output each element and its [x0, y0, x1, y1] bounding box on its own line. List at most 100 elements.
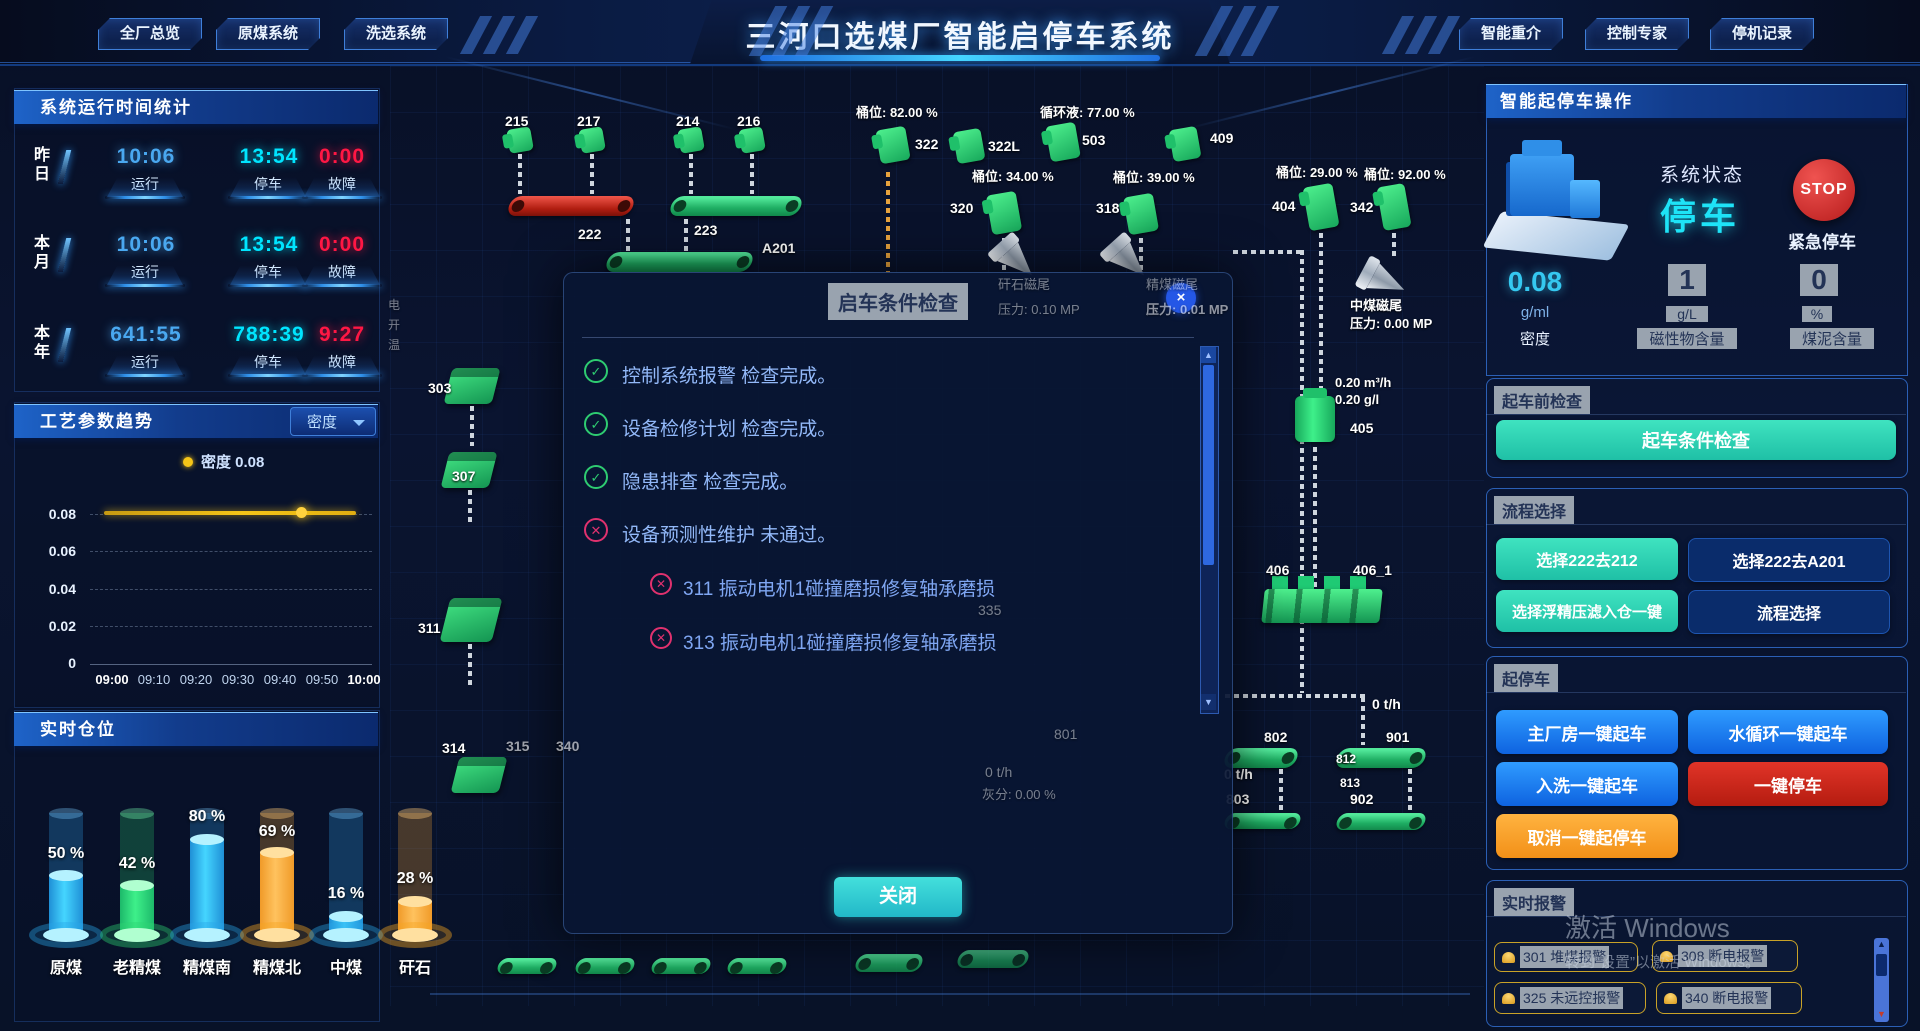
stat-value-fault: 0:00 — [318, 233, 366, 256]
cancel-one-key-button[interactable]: 取消一键起停车 — [1496, 814, 1678, 858]
alarm-icon — [1660, 950, 1673, 962]
pipe — [1279, 769, 1283, 811]
flow-label: 0.20 g/l — [1335, 392, 1380, 407]
process-select-label: 流程选择 — [1494, 496, 1575, 524]
close-icon[interactable]: × — [1166, 283, 1196, 313]
screen-machine-314 — [450, 757, 508, 793]
stat-label-stop: 停车 — [228, 262, 308, 287]
bin-percent: 42 % — [118, 855, 156, 872]
check-item: 设备预测性维护 未通过。 — [622, 525, 837, 546]
flow-label: 灰分: 0.00 % — [982, 787, 1056, 802]
conveyor-803 — [1222, 813, 1303, 829]
stat-value-stop: 788:39 — [233, 323, 305, 346]
flow-label: 桶位: 34.00 % — [972, 169, 1054, 184]
panel-bins-header: 实时仓位 — [14, 712, 378, 746]
stat-value-run: 641:55 — [110, 323, 182, 346]
density-unit: g/ml — [1520, 304, 1550, 321]
bin-2: 42 % 老精煤 — [100, 800, 174, 980]
tab-control-expert[interactable]: 控制专家 — [1585, 18, 1689, 50]
flow-label: 902 — [1350, 791, 1374, 807]
flow-label: 406_1 — [1353, 562, 1392, 578]
tab-plant-overview[interactable]: 全厂总览 — [98, 18, 202, 50]
emergency-stop-button[interactable]: STOP — [1793, 159, 1855, 221]
check-item: 隐患排查 检查完成。 — [622, 472, 799, 493]
chevron-down-icon — [353, 420, 365, 426]
period-label: 昨日 — [34, 147, 51, 183]
tab-washing-system[interactable]: 洗选系统 — [344, 18, 448, 50]
header-stripes-decoration — [1381, 16, 1461, 54]
conveyor-902 — [1334, 813, 1428, 830]
main-plant-one-key-start-button[interactable]: 主厂房一键起车 — [1496, 710, 1678, 754]
divider — [1486, 524, 1906, 525]
system-status-value: 停车 — [1660, 196, 1741, 237]
feeder-322 — [875, 125, 911, 165]
tab-shutdown-records[interactable]: 停机记录 — [1710, 18, 1814, 50]
conveyor — [725, 958, 789, 974]
start-stop-label: 起停车 — [1494, 664, 1559, 692]
flow-label: 电 — [388, 298, 401, 312]
header-stripes-decoration — [1194, 6, 1280, 56]
header-stripes-decoration — [748, 6, 834, 56]
flow-label: 0.20 m³/h — [1335, 375, 1392, 390]
conveyor — [573, 958, 637, 974]
modal-divider — [582, 337, 1194, 338]
period-label: 本月 — [34, 235, 51, 271]
alarms-scrollbar-thumb[interactable] — [1876, 954, 1887, 976]
x-tick: 09:30 — [221, 672, 255, 687]
y-tick: 0.06 — [48, 543, 76, 559]
bin-name: 原煤 — [49, 960, 82, 977]
flow-label: 303 — [428, 380, 452, 396]
pipe — [750, 154, 754, 194]
stat-value-stop: 13:54 — [239, 145, 299, 168]
modal-scrollbar-thumb[interactable] — [1203, 365, 1214, 565]
scroll-up-icon[interactable]: ▲ — [1877, 939, 1886, 949]
x-tick: 09:10 — [137, 672, 171, 687]
flow-label: 342 — [1350, 199, 1374, 215]
flow-label: 406 — [1266, 562, 1290, 578]
alarm-chip-301[interactable]: 301 堆煤报警 — [1494, 942, 1638, 972]
water-cycle-one-key-start-button[interactable]: 水循环一键起车 — [1688, 710, 1888, 754]
flow-label: 404 — [1272, 198, 1296, 214]
start-condition-check-button[interactable]: 起车条件检查 — [1496, 420, 1896, 460]
system-status-label: 系统状态 — [1660, 165, 1745, 186]
alarm-chip-325[interactable]: 325 未远控报警 — [1494, 982, 1646, 1014]
alarm-chip-308[interactable]: 308 断电报警 — [1652, 940, 1798, 972]
pipe — [1300, 250, 1304, 693]
machine-illustration — [1482, 132, 1630, 262]
flow-label: 精煤磁尾 — [1146, 277, 1199, 292]
select-222-to-212-button[interactable]: 选择222去212 — [1496, 538, 1678, 580]
one-key-stop-button[interactable]: 一键停车 — [1688, 762, 1888, 806]
flotation-cells-top — [1272, 576, 1372, 589]
flow-label: 802 — [1264, 729, 1288, 745]
conveyor — [495, 958, 559, 974]
density-select[interactable]: 密度 — [290, 407, 376, 436]
modal-title: 启车条件检查 — [828, 283, 968, 320]
y-tick: 0 — [68, 655, 76, 671]
bin-1: 50 % 原煤 — [29, 800, 103, 980]
flow-label: 0 t/h — [1372, 696, 1401, 712]
x-tick: 10:00 — [347, 672, 381, 687]
stat-value-fault: 0:00 — [318, 145, 366, 168]
select-222-to-A201-button[interactable]: 选择222去A201 — [1688, 538, 1890, 582]
flow-label: 0 t/h — [985, 764, 1013, 780]
flow-label: 215 — [505, 113, 529, 129]
modal-close-button[interactable]: 关闭 — [834, 877, 962, 917]
flow-label: 矸石磁尾 — [998, 277, 1051, 292]
stat-value-fault: 9:27 — [318, 323, 366, 346]
flow-label: 335 — [978, 602, 1002, 618]
select-flotation-filter-button[interactable]: 选择浮精压滤入仓一键 — [1496, 590, 1678, 632]
fail-icon — [650, 627, 672, 649]
scroll-down-icon[interactable]: ▼ — [1877, 1009, 1886, 1019]
tab-intelligent-dense-medium[interactable]: 智能重介 — [1459, 18, 1563, 50]
scroll-up-icon[interactable]: ▲ — [1201, 347, 1216, 363]
process-select-button[interactable]: 流程选择 — [1688, 590, 1890, 634]
scroll-down-icon[interactable]: ▼ — [1201, 694, 1216, 710]
stat-value-run: 10:06 — [116, 233, 176, 256]
tab-raw-coal-system[interactable]: 原煤系统 — [216, 18, 320, 50]
emergency-stop-label: 紧急停车 — [1788, 233, 1856, 252]
flow-label: 217 — [577, 113, 601, 129]
alarm-text: 340 断电报警 — [1682, 987, 1772, 1009]
wash-one-key-start-button[interactable]: 入洗一键起车 — [1496, 762, 1678, 806]
alarm-chip-340[interactable]: 340 断电报警 — [1656, 982, 1802, 1014]
density-trend-line — [104, 511, 356, 515]
